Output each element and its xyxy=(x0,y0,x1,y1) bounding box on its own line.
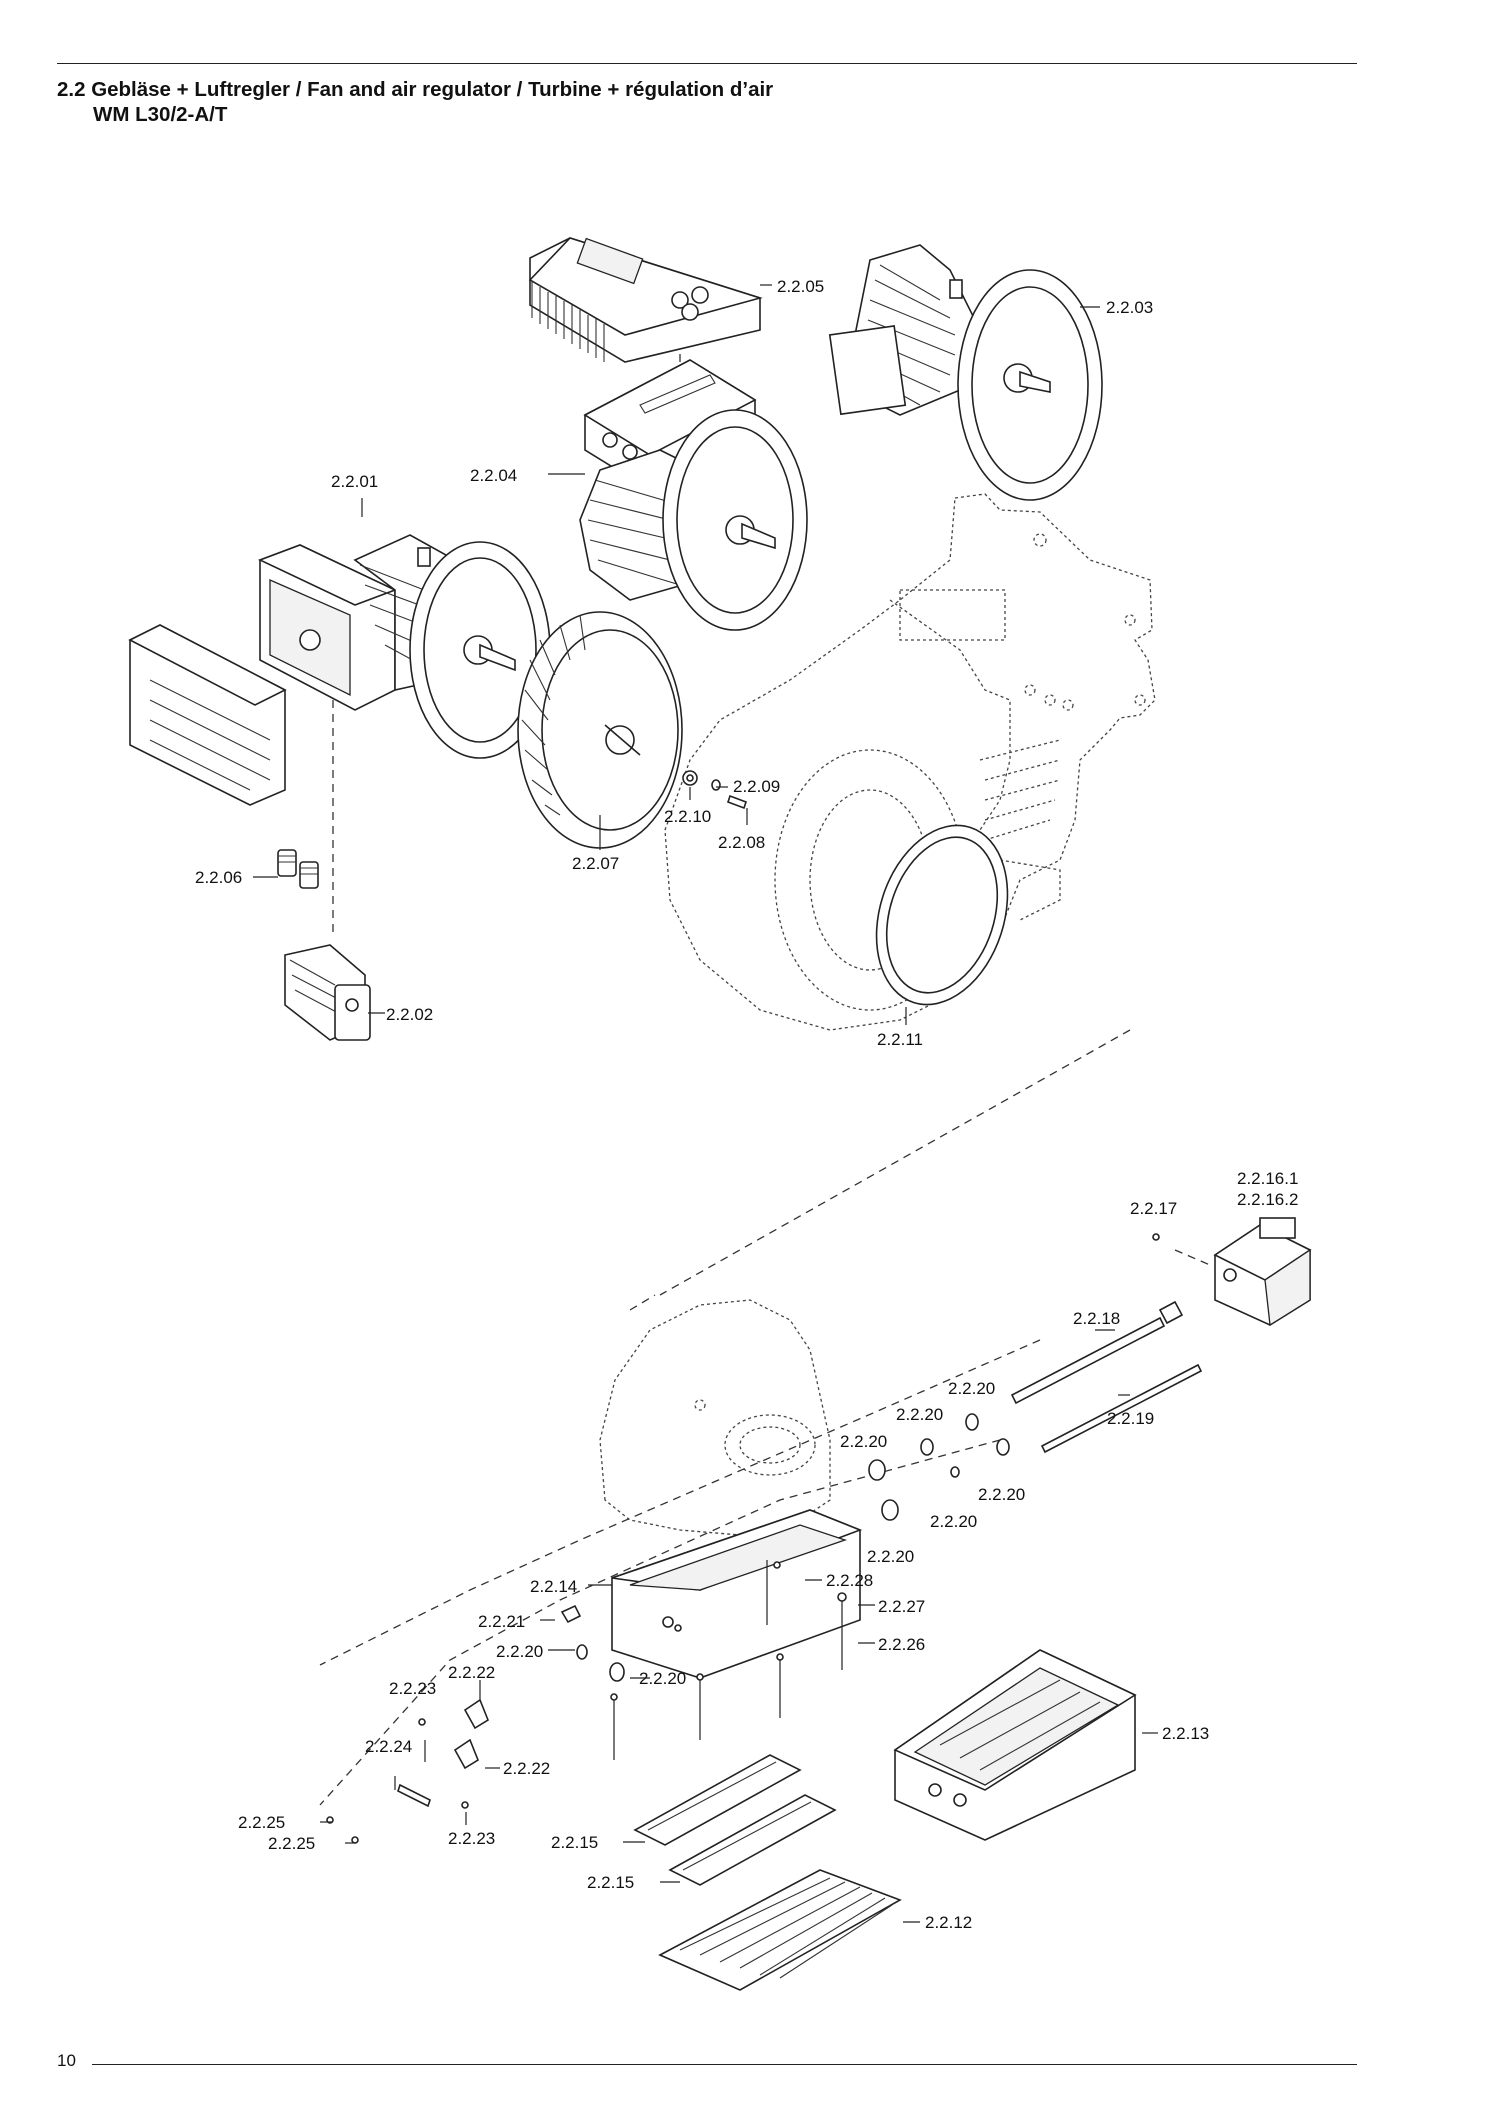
title-line-1: 2.2 Gebläse + Luftregler / Fan and air r… xyxy=(57,78,774,101)
label-2-2-20h: 2.2.20 xyxy=(639,1669,686,1688)
label-2-2-11: 2.2.11 xyxy=(877,1030,923,1049)
label-2-2-25a: 2.2.25 xyxy=(238,1813,285,1832)
header-rule xyxy=(57,63,1357,64)
part-shafts xyxy=(1010,1300,1203,1454)
part-screw-2-2-17 xyxy=(1152,1233,1160,1241)
label-2-2-03: 2.2.03 xyxy=(1106,298,1153,317)
label-2-2-14: 2.2.14 xyxy=(530,1577,577,1596)
part-motor-cover xyxy=(128,624,287,806)
label-2-2-01: 2.2.01 xyxy=(331,472,378,491)
label-2-2-12: 2.2.12 xyxy=(925,1913,972,1932)
label-2-2-24: 2.2.24 xyxy=(365,1737,412,1756)
label-2-2-17: 2.2.17 xyxy=(1130,1199,1177,1218)
label-2-2-08: 2.2.08 xyxy=(718,833,765,852)
label-2-2-20b: 2.2.20 xyxy=(896,1405,943,1424)
label-2-2-20f: 2.2.20 xyxy=(867,1547,914,1566)
label-2-2-23b: 2.2.23 xyxy=(448,1829,495,1848)
label-2-2-27: 2.2.27 xyxy=(878,1597,925,1616)
part-cable-glands xyxy=(277,849,319,889)
label-2-2-04: 2.2.04 xyxy=(470,466,517,485)
part-contactor xyxy=(284,944,371,1041)
part-fan-wheel xyxy=(517,611,683,849)
label-2-2-20c: 2.2.20 xyxy=(840,1432,887,1451)
part-linkage xyxy=(326,1604,582,1844)
label-2-2-10: 2.2.10 xyxy=(664,807,711,826)
part-actuator xyxy=(1213,1217,1312,1327)
part-labels: 2.2.01 2.2.02 2.2.03 2.2.04 2.2.05 2.2.0… xyxy=(195,277,1298,1932)
label-2-2-20d: 2.2.20 xyxy=(978,1485,1025,1504)
part-air-box xyxy=(893,1649,1137,1841)
part-base-tray xyxy=(611,1509,863,1679)
label-2-2-06: 2.2.06 xyxy=(195,868,242,887)
label-2-2-15a: 2.2.15 xyxy=(551,1833,598,1852)
part-motor-top-right xyxy=(828,244,1103,501)
label-2-2-23a: 2.2.23 xyxy=(389,1679,436,1698)
part-motor-center xyxy=(579,359,808,631)
label-2-2-20e: 2.2.20 xyxy=(930,1512,977,1531)
leader-lines xyxy=(253,284,1158,1923)
part-control-unit xyxy=(528,237,763,363)
page-title: 2.2 Gebläse + Luftregler / Fan and air r… xyxy=(57,77,773,127)
title-line-2: WM L30/2-A/T xyxy=(93,103,228,126)
label-2-2-13: 2.2.13 xyxy=(1162,1724,1209,1743)
label-2-2-18: 2.2.18 xyxy=(1073,1309,1120,1328)
label-2-2-20g: 2.2.20 xyxy=(496,1642,543,1661)
fan-housing-ghost-lower xyxy=(599,1299,831,1536)
page-number: 10 xyxy=(57,2051,76,2070)
part-damper-plates xyxy=(633,1754,837,1886)
label-2-2-16-2: 2.2.16.2 xyxy=(1237,1190,1298,1209)
label-2-2-22a: 2.2.22 xyxy=(448,1663,495,1682)
part-inlet-ring xyxy=(875,824,1009,1006)
footer-rule xyxy=(92,2064,1357,2065)
label-2-2-25b: 2.2.25 xyxy=(268,1834,315,1853)
part-grille xyxy=(658,1869,902,1991)
label-2-2-02: 2.2.02 xyxy=(386,1005,433,1024)
label-2-2-16-1: 2.2.16.1 xyxy=(1237,1169,1298,1188)
label-2-2-19: 2.2.19 xyxy=(1107,1409,1154,1428)
part-bushings xyxy=(576,1413,1010,1682)
label-2-2-05: 2.2.05 xyxy=(777,277,824,296)
label-2-2-26: 2.2.26 xyxy=(878,1635,925,1654)
label-2-2-20a: 2.2.20 xyxy=(948,1379,995,1398)
label-2-2-15b: 2.2.15 xyxy=(587,1873,634,1892)
part-bolts xyxy=(610,1560,847,1760)
label-2-2-07: 2.2.07 xyxy=(572,854,619,873)
label-2-2-22b: 2.2.22 xyxy=(503,1759,550,1778)
part-motor-left xyxy=(257,534,551,759)
label-2-2-28: 2.2.28 xyxy=(826,1571,873,1590)
label-2-2-09: 2.2.09 xyxy=(733,777,780,796)
label-2-2-21: 2.2.21 xyxy=(478,1612,525,1631)
